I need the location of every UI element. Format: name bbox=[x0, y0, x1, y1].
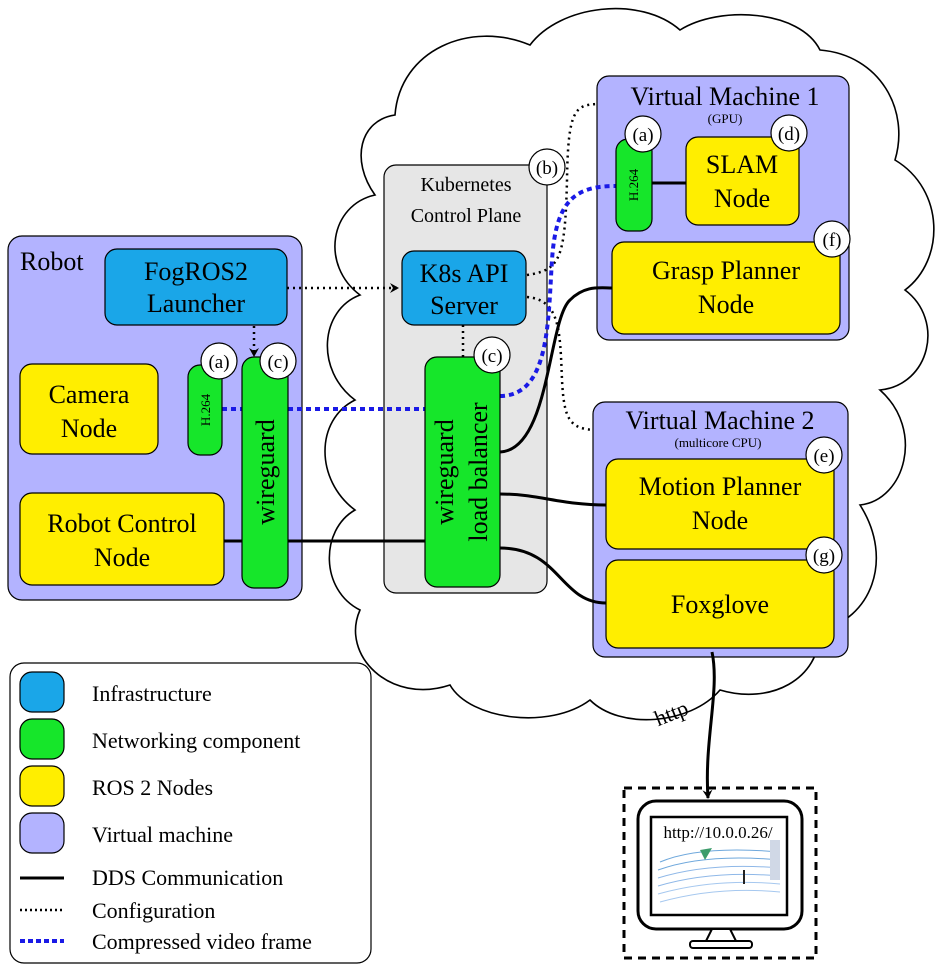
robot-badge-a: (a) bbox=[200, 342, 238, 380]
motion-planner-node-label-1: Motion Planner bbox=[639, 472, 802, 501]
legend-dds-label: DDS Communication bbox=[92, 865, 283, 890]
control-plane-title-1: Kubernetes bbox=[420, 174, 511, 196]
svg-text:(a): (a) bbox=[632, 125, 653, 146]
fogros2-launcher-label-2: Launcher bbox=[147, 289, 246, 318]
k8s-api-server-box bbox=[401, 250, 527, 326]
svg-text:(c): (c) bbox=[267, 352, 288, 373]
robot-h264-label: H.264 bbox=[198, 393, 213, 426]
camera-node-label-1: Camera bbox=[49, 380, 130, 409]
control-plane-badge-c: (c) bbox=[473, 336, 511, 374]
dds-line-grasp bbox=[499, 286, 613, 454]
svg-text:(c): (c) bbox=[481, 346, 502, 367]
vm1-badge-f: (f) bbox=[813, 220, 851, 258]
vm1-h264-label: H.264 bbox=[626, 168, 641, 201]
robot-control-node-label-1: Robot Control bbox=[47, 509, 197, 538]
robot-control-node-box bbox=[19, 492, 225, 586]
config-api-to-vm1 bbox=[526, 102, 598, 277]
legend-vm-label: Virtual machine bbox=[92, 822, 233, 847]
motion-planner-node-label-2: Node bbox=[692, 506, 748, 535]
legend-config-label: Configuration bbox=[92, 898, 215, 923]
vm2-badge-e: (e) bbox=[805, 436, 843, 474]
k8s-api-server-label-1: K8s API bbox=[420, 259, 509, 288]
robot-title: Robot bbox=[20, 247, 84, 276]
http-line bbox=[702, 651, 716, 799]
vm1-badge-d: (d) bbox=[770, 114, 808, 152]
motion-planner-node-box bbox=[605, 458, 835, 550]
robot-badge-c: (c) bbox=[259, 342, 297, 380]
legend-video-label: Compressed video frame bbox=[92, 929, 312, 954]
k8s-api-server-label-2: Server bbox=[430, 291, 498, 320]
fogros2-launcher-label-1: FogROS2 bbox=[144, 257, 248, 286]
legend-networking-label: Networking component bbox=[92, 728, 300, 753]
slam-node-label-2: Node bbox=[714, 184, 770, 213]
control-plane-badge-b: (b) bbox=[528, 148, 566, 186]
dds-line-motion bbox=[499, 492, 607, 507]
svg-text:(f): (f) bbox=[823, 230, 842, 251]
vm2-badge-g: (g) bbox=[805, 536, 843, 574]
robot-control-node-label-2: Node bbox=[94, 543, 150, 572]
slam-node-label-1: SLAM bbox=[706, 150, 778, 179]
load-balancer-label-1: wireguard bbox=[430, 419, 459, 524]
svg-text:(d): (d) bbox=[778, 124, 800, 145]
slam-node-box bbox=[685, 136, 800, 226]
vm2-subtitle: (multicore CPU) bbox=[674, 435, 761, 450]
load-balancer-box bbox=[424, 356, 501, 588]
monitor-url: http://10.0.0.26/ bbox=[663, 823, 772, 842]
legend-infrastructure-swatch bbox=[19, 671, 65, 713]
vm1-title: Virtual Machine 1 bbox=[630, 82, 819, 111]
svg-text:(b): (b) bbox=[536, 158, 558, 179]
grasp-planner-node-label-2: Node bbox=[698, 290, 754, 319]
legend-infrastructure-label: Infrastructure bbox=[92, 681, 212, 706]
camera-node-label-2: Node bbox=[61, 414, 117, 443]
vm1-badge-a: (a) bbox=[624, 115, 662, 153]
fogros2-launcher-box bbox=[104, 248, 288, 326]
camera-node-box bbox=[19, 363, 159, 455]
legend-ros-nodes-swatch bbox=[19, 765, 65, 807]
legend-box bbox=[9, 662, 372, 964]
foxglove-screenshot-thumbnail bbox=[657, 840, 781, 903]
legend-ros-nodes-label: ROS 2 Nodes bbox=[92, 775, 213, 800]
svg-text:(a): (a) bbox=[208, 352, 229, 373]
vm2-title: Virtual Machine 2 bbox=[625, 406, 814, 435]
load-balancer-label-2: load balancer bbox=[464, 402, 493, 542]
grasp-planner-node-box bbox=[611, 241, 841, 335]
dds-line-foxglove bbox=[499, 546, 607, 605]
grasp-planner-node-label-1: Grasp Planner bbox=[652, 256, 800, 285]
robot-wireguard-label: wireguard bbox=[251, 419, 280, 524]
video-line-vm1 bbox=[499, 184, 617, 398]
svg-text:(e): (e) bbox=[813, 446, 834, 467]
vm1-subtitle: (GPU) bbox=[708, 111, 743, 126]
foxglove-label: Foxglove bbox=[671, 590, 769, 619]
svg-text:(g): (g) bbox=[813, 546, 835, 567]
legend-vm-swatch bbox=[19, 812, 65, 854]
foxglove-box bbox=[605, 559, 835, 649]
legend-networking-swatch bbox=[19, 718, 65, 760]
control-plane-title-2: Control Plane bbox=[411, 205, 522, 227]
